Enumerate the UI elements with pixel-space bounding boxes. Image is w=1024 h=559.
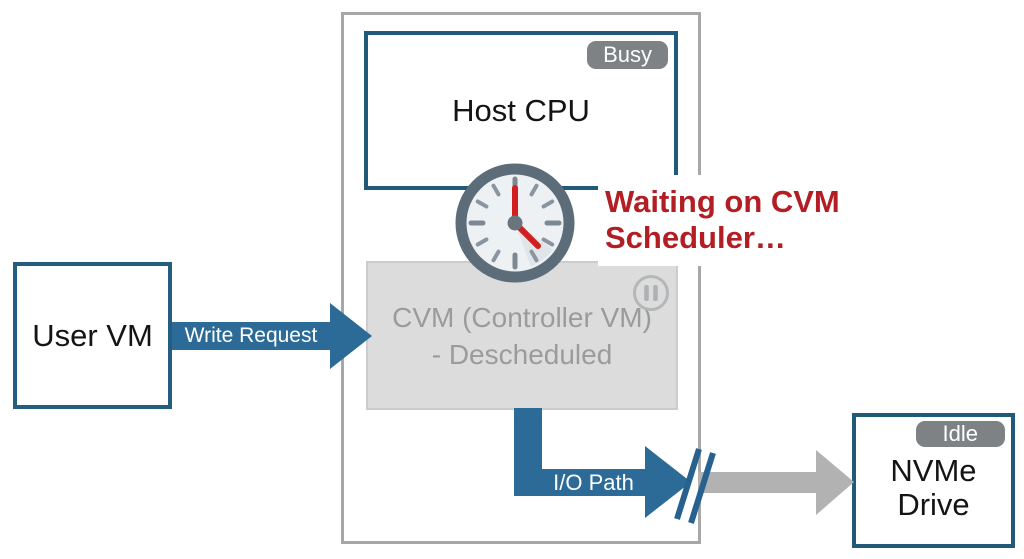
waiting-annotation: Waiting on CVM Scheduler… bbox=[598, 175, 860, 266]
nvme-label-line2: Drive bbox=[897, 486, 970, 522]
io-path-label: I/O Path bbox=[553, 470, 634, 495]
user-vm-label: User VM bbox=[32, 317, 153, 353]
clock-icon bbox=[453, 161, 577, 285]
idle-badge-label: Idle bbox=[942, 421, 978, 446]
waiting-annotation-line2: Scheduler… bbox=[605, 220, 786, 255]
waiting-annotation-line1: Waiting on CVM bbox=[605, 184, 840, 219]
busy-badge-label: Busy bbox=[603, 42, 652, 67]
nvme-drive-box: NVMe Drive Idle bbox=[852, 413, 1015, 548]
cvm-label-line1: CVM (Controller VM) bbox=[392, 301, 652, 333]
severed-path-arrow bbox=[698, 450, 854, 515]
idle-status-badge: Idle bbox=[915, 421, 1005, 447]
cvm-label-line2: - Descheduled bbox=[431, 338, 613, 370]
nvme-label-line1: NVMe bbox=[890, 452, 977, 488]
user-vm-box: User VM bbox=[13, 262, 172, 409]
pause-icon bbox=[630, 272, 672, 314]
cvm-box: CVM (Controller VM) - Descheduled bbox=[366, 261, 678, 410]
io-path-arrow: I/O Path bbox=[514, 408, 691, 520]
write-request-label: Write Request bbox=[184, 324, 318, 347]
host-boundary-container bbox=[341, 12, 701, 544]
write-request-arrow: Write Request bbox=[172, 303, 372, 369]
broken-link-icon bbox=[670, 442, 722, 530]
host-cpu-label: Host CPU bbox=[452, 92, 590, 128]
busy-status-badge: Busy bbox=[587, 41, 668, 69]
